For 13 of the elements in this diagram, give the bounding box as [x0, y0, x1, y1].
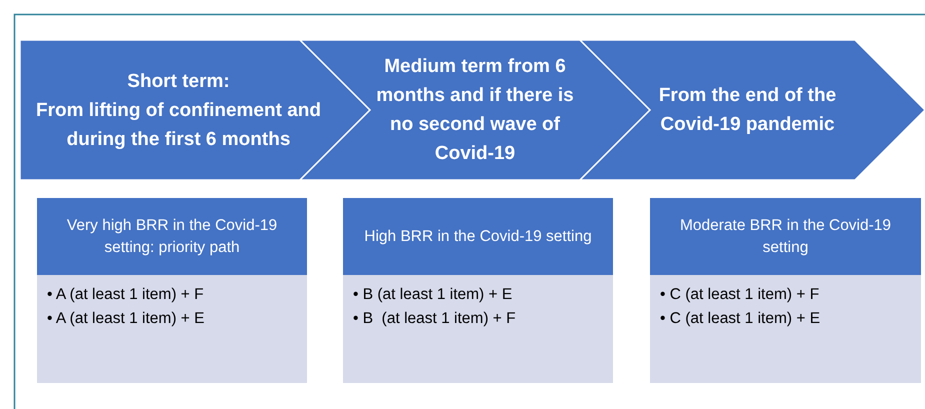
card-heading: Very high BRR in the Covid-19 setting: priority path — [66, 216, 278, 258]
bullet-item: • B (at least 1 item) + E — [353, 285, 514, 305]
bullet-item: • C (at least 1 item) + E — [660, 309, 822, 329]
phase-text: Short term: — [127, 70, 230, 94]
bullet-item: • B (at least 1 item) + F — [353, 309, 517, 329]
card-heading: Moderate BRR in the Covid-19 setting — [678, 216, 892, 258]
bullet-item: • A (at least 1 item) + F — [47, 285, 205, 305]
phase-text: From the end of the Covid-19 pandemic — [658, 84, 838, 137]
card-heading: High BRR in the Covid-19 setting — [364, 226, 592, 246]
phase-text: From lifting of confinement and during the first 6 months — [35, 98, 322, 152]
bullet-item: • A (at least 1 item) + E — [47, 309, 206, 329]
bullet-item: • C (at least 1 item) + F — [660, 285, 820, 305]
phase-text: Medium term from 6 months and if there is no second wave of Covid-19 — [375, 55, 575, 166]
